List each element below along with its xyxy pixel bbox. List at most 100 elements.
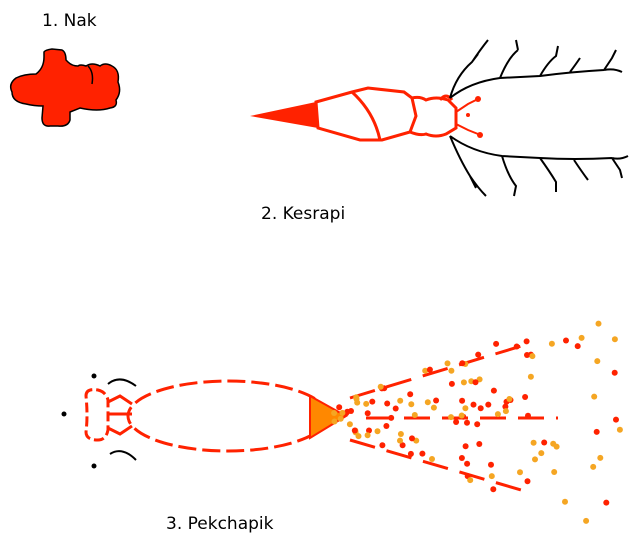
kesrapi-upper-legs (450, 40, 622, 98)
pekchapik-dot (92, 374, 97, 379)
spray-dot (476, 441, 482, 447)
spray-dot (517, 469, 523, 475)
spray-dot (459, 360, 465, 366)
spray-dot (464, 420, 470, 426)
spray-dot (352, 428, 358, 434)
pekchapik-hook (110, 451, 136, 460)
spray-dot (495, 411, 501, 417)
spray-dot (363, 401, 369, 407)
spray-dot (532, 456, 538, 462)
spray-dot (525, 478, 531, 484)
spray-dot (583, 518, 589, 524)
spray-dot (408, 451, 414, 457)
kesrapi-body (316, 88, 416, 140)
spray-dot (384, 401, 390, 407)
spray-dot (491, 388, 497, 394)
spray-dot (613, 417, 619, 423)
spray-dot (528, 374, 534, 380)
spray-dot (459, 413, 465, 419)
spray-dot (485, 402, 491, 408)
kesrapi-palp-dot (475, 96, 481, 102)
spray-dot (594, 429, 600, 435)
spray-dot (347, 421, 353, 427)
spray-dot (331, 410, 337, 416)
spray-dot (506, 396, 512, 402)
spray-dot (338, 416, 344, 422)
spray-dot (524, 338, 530, 344)
spray-dot (489, 473, 495, 479)
spray-dot (563, 338, 569, 344)
spray-dot (575, 343, 581, 349)
spray-dot (461, 379, 467, 385)
spray-dot (591, 394, 597, 400)
spray-dot (612, 370, 618, 376)
spray-dot (419, 451, 425, 457)
pekchapik-spray-dots (331, 321, 623, 524)
spray-dot (514, 344, 520, 350)
spray-dot (408, 401, 414, 407)
spray-dot (379, 442, 385, 448)
spray-dot (538, 450, 544, 456)
spray-dot (524, 352, 530, 358)
spray-dot (478, 405, 484, 411)
spray-dot (453, 419, 459, 425)
kesrapi-figure (250, 40, 628, 196)
kesrapi-palp-dot (466, 113, 470, 117)
spray-dot (409, 435, 415, 441)
spray-dot (549, 341, 555, 347)
spray-dot (398, 431, 404, 437)
spray-dot (590, 464, 596, 470)
spray-dot (562, 499, 568, 505)
figure-1-label: 1. Nak (42, 13, 97, 30)
spray-dot (397, 398, 403, 404)
pekchapik-body (128, 381, 328, 451)
spray-dot (529, 353, 535, 359)
spray-dot (388, 415, 394, 421)
kesrapi-body-seam (352, 92, 380, 140)
spray-dot (393, 406, 399, 412)
spray-dot (617, 427, 623, 433)
spray-dot (429, 456, 435, 462)
spray-dot (449, 381, 455, 387)
spray-dot (459, 455, 465, 461)
spray-dot (490, 486, 496, 492)
kesrapi-mouthparts (456, 100, 478, 134)
figure-2-label: 2. Kesrapi (261, 206, 345, 223)
spray-dot (383, 423, 389, 429)
spray-dot (336, 404, 342, 410)
spray-dot (354, 400, 360, 406)
spray-dot (541, 440, 547, 446)
spray-dot (594, 358, 600, 364)
pekchapik-dot (62, 412, 67, 417)
spray-dot (427, 367, 433, 373)
spray-dot (463, 443, 469, 449)
spray-dot (448, 368, 454, 374)
spray-dot (445, 360, 451, 366)
spray-dot (471, 402, 477, 408)
spray-dot (531, 440, 537, 446)
spray-dot (551, 469, 557, 475)
spray-dot (603, 500, 609, 506)
kesrapi-lower-legs (450, 136, 628, 196)
spray-dot (462, 405, 468, 411)
spray-dot (339, 410, 345, 416)
spray-dot (493, 341, 499, 347)
spray-dot (525, 413, 531, 419)
spray-dot (503, 408, 509, 414)
nak-blob (11, 49, 120, 126)
spray-dot (397, 438, 403, 444)
spray-dot (356, 433, 362, 439)
spray-dot (459, 398, 465, 404)
spray-dot (431, 405, 437, 411)
spray-dot (412, 412, 418, 418)
pekchapik-figure (62, 321, 623, 524)
spray-dot (407, 391, 413, 397)
spray-dot (596, 321, 602, 327)
spray-dot (365, 410, 371, 416)
spray-dot (488, 462, 494, 468)
spray-dot (425, 399, 431, 405)
figure-3-label: 3. Pekchapik (166, 516, 273, 533)
spray-dot (579, 335, 585, 341)
spray-dot (474, 421, 480, 427)
